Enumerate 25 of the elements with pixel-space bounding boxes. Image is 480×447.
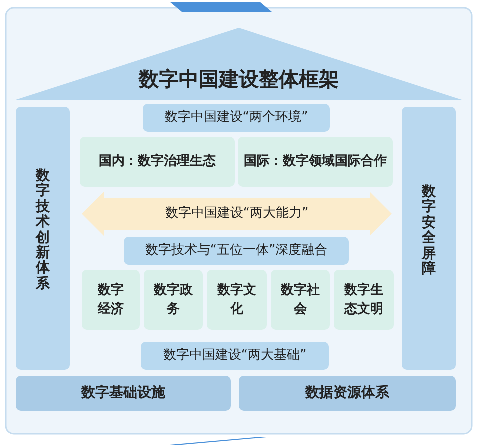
block-box xyxy=(124,237,349,265)
label-text: 数字中国建设“两个环境” xyxy=(164,109,308,128)
pillar-box xyxy=(16,107,70,370)
label-text: 数字生态文明 xyxy=(344,282,384,319)
label-text: 数字社会 xyxy=(281,282,320,319)
label-text: 数字技术创新体系 xyxy=(36,169,50,292)
label-text: 数字中国建设“两大能力” xyxy=(165,205,309,224)
label-text: 国内：数字治理生态 xyxy=(99,152,216,172)
label-text: 数字中国建设整体框架 xyxy=(139,66,339,93)
label-text: 数据资源体系 xyxy=(306,384,390,403)
label-text: 数字技术与“五位一体”深度融合 xyxy=(145,242,328,260)
pillar-box xyxy=(402,107,456,370)
label-text: 数字安全屏障 xyxy=(422,185,436,278)
label-text: 数字基础设施 xyxy=(82,384,166,403)
block-box xyxy=(143,104,330,132)
label-text: 数字经济 xyxy=(96,282,125,319)
double-arrow-band xyxy=(82,192,392,236)
label-text: 数字政务 xyxy=(154,282,193,319)
roof-banner xyxy=(16,28,462,100)
label-text: 数字中国建设“两大基础” xyxy=(163,347,307,366)
block-box xyxy=(141,342,329,370)
block-box xyxy=(16,376,231,411)
label-text: 数字文化 xyxy=(217,282,257,319)
block-box xyxy=(239,376,456,411)
label-text: 国际：数字领域国际合作 xyxy=(244,152,387,172)
